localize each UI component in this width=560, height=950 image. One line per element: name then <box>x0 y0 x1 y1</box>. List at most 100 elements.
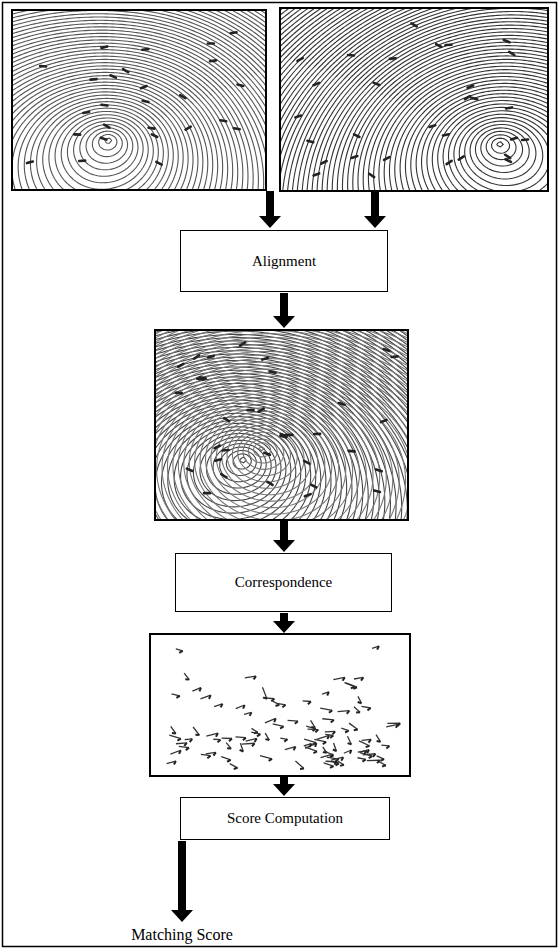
minutia-pair <box>303 701 311 704</box>
minutia-tick <box>329 710 332 712</box>
ridge-line <box>281 9 547 190</box>
ridge-line <box>281 9 547 190</box>
minutia-tick <box>254 676 256 679</box>
minutia-tick <box>282 705 285 707</box>
minutia-direction <box>386 724 398 726</box>
ridge-line <box>281 9 547 190</box>
ridge-line <box>281 9 547 190</box>
minutia-mark <box>110 75 116 77</box>
minutia-mark <box>197 377 203 380</box>
minutia-tick <box>240 750 244 752</box>
ridge-line <box>281 9 547 190</box>
ridge-line <box>281 9 347 60</box>
ridge-line <box>281 9 287 11</box>
ridge-line <box>281 9 547 190</box>
minutia-mark <box>392 355 398 358</box>
ridge-line <box>156 331 407 519</box>
minutia-mark <box>436 44 441 47</box>
minutia-pair <box>338 761 344 766</box>
ridge-line <box>156 331 407 519</box>
minutia-mark <box>149 126 155 130</box>
minutia-tick <box>265 738 269 741</box>
minutia-pair <box>305 743 316 748</box>
ridge-line <box>156 331 407 519</box>
ridge-line <box>156 331 407 519</box>
ridge-line <box>281 9 547 190</box>
arrow-head <box>171 910 193 922</box>
minutia-direction <box>214 704 222 707</box>
ridge-line <box>281 9 547 190</box>
ridge-line <box>156 331 407 519</box>
minutia-mark <box>101 138 107 140</box>
box-label: Alignment <box>252 253 316 270</box>
minutia-tick <box>343 677 345 680</box>
arrow-head <box>364 216 386 228</box>
ridge-line <box>156 331 407 367</box>
minutia-tick <box>174 761 176 764</box>
arrow-shaft <box>280 293 288 317</box>
ridge-line <box>156 331 407 519</box>
ridge-line <box>195 11 265 49</box>
minutia-tick <box>353 687 357 689</box>
ridge-line <box>156 331 407 408</box>
ridge-line <box>13 11 265 189</box>
ridge-line <box>156 331 407 519</box>
ridge-line <box>13 11 265 189</box>
ridge-line <box>281 9 547 190</box>
ridge-line <box>13 11 265 90</box>
minutia-pair <box>245 676 256 679</box>
minutia-pair <box>354 677 363 680</box>
minutia-mark <box>40 65 46 68</box>
ridge-line <box>281 9 391 101</box>
minutia-tick <box>347 711 350 714</box>
image-border <box>12 10 266 190</box>
ridge-line <box>156 331 407 519</box>
minutia-mark <box>101 103 107 106</box>
minutia-pair <box>200 695 210 699</box>
ridge-line <box>156 331 407 421</box>
minutia-pair <box>359 741 369 747</box>
minutia-tick <box>311 726 315 729</box>
minutia-mark <box>374 491 380 492</box>
minutia-mark <box>459 156 464 159</box>
ridge-line <box>13 11 265 189</box>
minutia-mark <box>307 141 313 142</box>
ridge-line <box>13 11 265 65</box>
ridge-line <box>13 11 265 189</box>
ridge-line <box>156 331 407 519</box>
minutia-direction <box>354 707 360 712</box>
minutia-direction <box>179 746 189 747</box>
minutia-mark <box>91 78 97 81</box>
minutia-mark <box>187 469 193 471</box>
ridge-line <box>13 11 265 189</box>
minutia-pair <box>344 750 351 754</box>
minutia-mark <box>259 409 264 412</box>
minutia-mark <box>349 450 355 453</box>
ridge-line <box>156 331 407 519</box>
minutia-pair <box>325 734 333 738</box>
minutia-direction <box>262 687 267 699</box>
ridge-line <box>13 11 265 189</box>
minutia-mark <box>390 57 396 60</box>
minutia-mark <box>297 58 302 61</box>
ridge-line <box>240 11 265 25</box>
ridge-line <box>281 9 547 190</box>
ridge-line <box>281 9 547 190</box>
ridge-line <box>281 9 547 190</box>
minutia-mark <box>220 119 226 123</box>
ridge-line <box>13 11 265 189</box>
ridge-line <box>13 11 265 189</box>
minutia-pair <box>333 677 344 680</box>
output-label: Matching Score <box>131 925 233 944</box>
ridge-line <box>206 11 265 44</box>
ridge-line <box>281 9 547 190</box>
minutia-pair <box>235 737 245 740</box>
minutia-pair <box>346 683 357 689</box>
minutia-tick <box>323 742 326 744</box>
arrow-head <box>273 784 295 796</box>
minutia-pair <box>273 724 284 729</box>
ridge-line <box>13 11 265 97</box>
ridge-line <box>13 11 265 189</box>
ridge-line <box>156 331 407 343</box>
ridge-line <box>156 331 407 519</box>
